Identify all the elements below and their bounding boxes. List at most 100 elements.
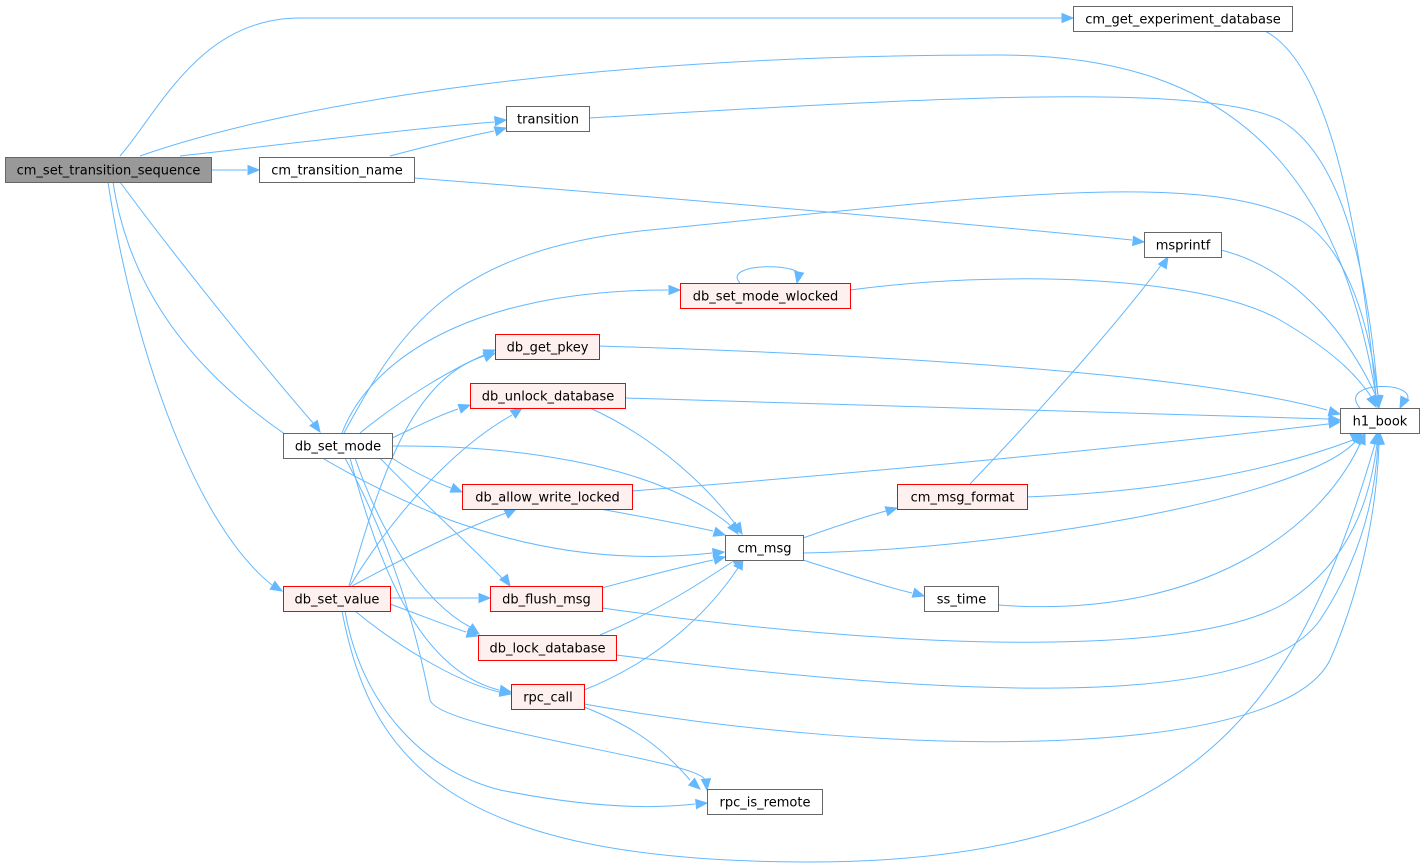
edge-line	[391, 457, 452, 489]
node-transition[interactable]: transition	[506, 106, 590, 132]
edge-ss_time-to-h1_book	[997, 431, 1366, 608]
edge-line	[341, 443, 1376, 863]
edge-line	[802, 441, 1356, 554]
node-box	[283, 586, 391, 612]
edge-line	[344, 457, 706, 781]
edge-db_set_mode-to-db_flush_msg	[379, 457, 511, 588]
node-label: rpc_is_remote	[720, 796, 811, 811]
edge-line	[344, 610, 696, 808]
node-box	[462, 484, 633, 510]
edge-line	[969, 263, 1163, 485]
node-label: ss_time	[937, 593, 986, 608]
node-box	[1073, 6, 1293, 32]
node-db_set_mode_wlocked[interactable]: db_set_mode_wlocked	[680, 283, 851, 309]
edge-arrowhead	[509, 407, 524, 419]
node-db_flush_msg[interactable]: db_flush_msg	[490, 586, 603, 612]
node-label: cm_set_transition_sequence	[17, 164, 201, 179]
edge-db_set_value-to-db_allow_write_locked	[351, 508, 518, 587]
node-box	[1144, 232, 1222, 258]
edge-arrowhead	[700, 778, 712, 792]
node-cm_set_transition_sequence[interactable]: cm_set_transition_sequence	[5, 157, 212, 183]
edge-arrowhead	[457, 403, 472, 414]
edge-db_set_value-to-db_unlock_database	[349, 407, 524, 587]
edge-rpc_call-to-rpc_is_remote	[583, 706, 701, 790]
node-box	[680, 283, 851, 309]
node-cm_get_experiment_database[interactable]: cm_get_experiment_database	[1073, 6, 1293, 32]
node-db_set_value[interactable]: db_set_value	[283, 586, 391, 612]
edges-layer	[107, 12, 1410, 863]
node-cm_transition_name[interactable]: cm_transition_name	[259, 157, 415, 183]
node-label: cm_transition_name	[271, 164, 403, 179]
edge-arrowhead	[727, 521, 739, 536]
edge-line	[615, 443, 1379, 689]
edge-line	[997, 443, 1361, 608]
edge-arrowhead	[499, 573, 511, 588]
node-cm_msg[interactable]: cm_msg	[725, 535, 804, 561]
edge-line	[119, 17, 1063, 157]
edge-line	[588, 96, 1379, 397]
edge-line	[139, 54, 1377, 397]
edge-arrowhead	[449, 482, 464, 493]
node-db_allow_write_locked[interactable]: db_allow_write_locked	[462, 484, 633, 510]
node-db_unlock_database[interactable]: db_unlock_database	[470, 383, 626, 409]
node-h1_book[interactable]: h1_book	[1340, 408, 1420, 434]
node-box	[283, 433, 393, 459]
node-label: rpc_call	[523, 691, 573, 706]
node-box	[470, 383, 626, 409]
edge-arrowhead	[1374, 431, 1386, 445]
node-label: db_set_mode_wlocked	[693, 290, 838, 305]
node-box	[511, 684, 585, 710]
edge-arrowhead	[498, 686, 513, 697]
node-box	[478, 635, 617, 661]
node-box	[924, 586, 999, 612]
edge-line	[413, 177, 1133, 241]
edge-cm_msg-to-cm_msg_format	[802, 506, 899, 539]
edge-line	[391, 408, 459, 439]
edge-cm_transition_name-to-transition	[389, 126, 508, 157]
edge-cm_set_transition_sequence-to-cm_get_experiment_database	[119, 12, 1075, 157]
edge-line	[354, 610, 500, 693]
node-box	[1340, 408, 1420, 434]
edge-line	[119, 181, 314, 424]
node-label: db_set_mode	[295, 440, 381, 455]
edge-rpc_call-to-h1_book	[583, 431, 1386, 743]
edge-line	[1220, 249, 1377, 397]
node-db_set_mode[interactable]: db_set_mode	[283, 433, 393, 459]
node-db_lock_database[interactable]: db_lock_database	[478, 635, 617, 661]
edge-cm_set_transition_sequence-to-cm_transition_name	[211, 164, 261, 176]
edge-db_unlock_database-to-cm_msg	[589, 407, 743, 536]
edge-line	[1355, 385, 1409, 409]
edge-line	[736, 266, 802, 284]
node-cm_msg_format[interactable]: cm_msg_format	[897, 484, 1028, 510]
edge-arrowhead	[794, 270, 805, 285]
edge-line	[107, 181, 273, 586]
edge-db_get_pkey-to-h1_book	[598, 345, 1342, 417]
edge-arrowhead	[478, 592, 492, 604]
edge-db_set_mode_wlocked-to-h1_book	[849, 278, 1377, 409]
edge-line	[359, 354, 485, 434]
node-box	[259, 157, 415, 183]
edge-db_set_value-to-db_flush_msg	[390, 592, 492, 604]
edge-arrowhead	[465, 627, 480, 638]
edge-db_set_mode-to-db_set_mode_wlocked	[341, 284, 682, 434]
node-label: transition	[517, 113, 579, 128]
node-db_get_pkey[interactable]: db_get_pkey	[495, 334, 600, 360]
edge-arrowhead	[1157, 255, 1169, 270]
node-rpc_is_remote[interactable]: rpc_is_remote	[707, 789, 823, 815]
edge-line	[601, 559, 714, 589]
edge-arrowhead	[503, 508, 518, 519]
edge-db_set_value-to-rpc_call	[354, 610, 513, 697]
node-rpc_call[interactable]: rpc_call	[511, 684, 585, 710]
edge-line	[389, 130, 495, 157]
edge-line	[589, 407, 737, 526]
edge-msprintf-to-h1_book	[1220, 249, 1381, 409]
node-label: cm_get_experiment_database	[1085, 13, 1281, 28]
node-ss_time[interactable]: ss_time	[924, 586, 999, 612]
node-label: db_set_value	[295, 593, 380, 608]
node-msprintf[interactable]: msprintf	[1144, 232, 1222, 258]
edge-arrowhead	[1327, 418, 1342, 429]
edge-cm_set_transition_sequence-to-transition	[179, 115, 508, 157]
edge-line	[599, 508, 714, 532]
edge-line	[631, 423, 1329, 492]
edge-cm_msg-to-ss_time	[802, 559, 926, 598]
